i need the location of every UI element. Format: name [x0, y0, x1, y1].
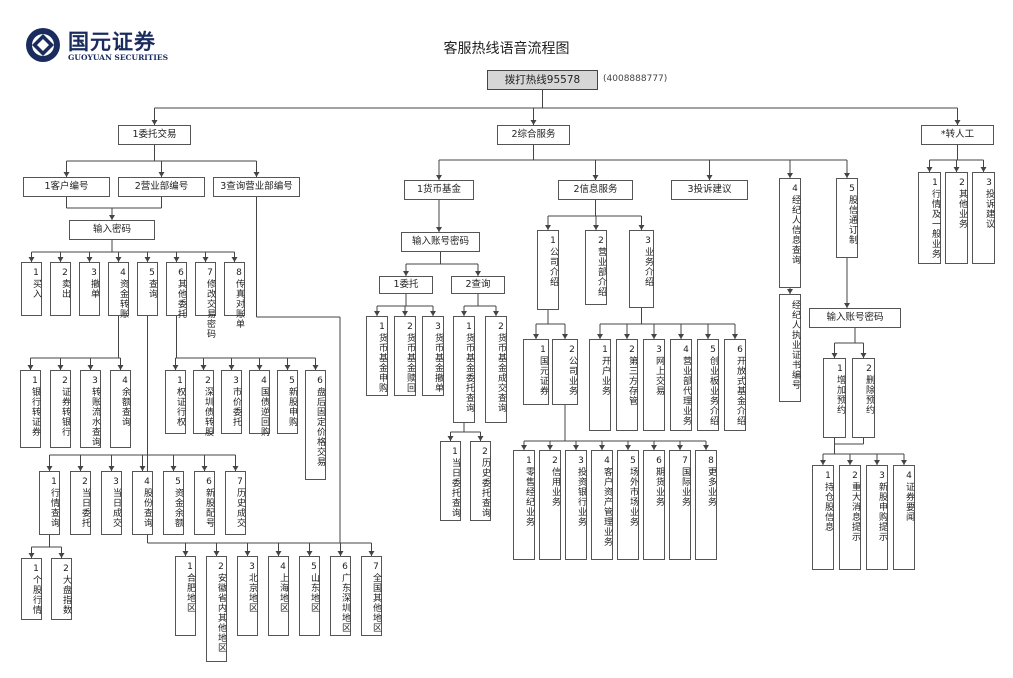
- query-option-5: 5资金余额: [163, 471, 184, 535]
- page-title: 客服热线语音流程图: [443, 41, 570, 57]
- transfer-option-3: 3转账流水查询: [80, 370, 101, 448]
- complaint-menu: 3投诉建议: [671, 180, 748, 200]
- brand-name: 国元证券: [68, 29, 156, 54]
- company-business-option-3: 3投资银行业务: [565, 450, 587, 560]
- trading-function-7: 7修改交易密码: [195, 262, 216, 339]
- login-option-3: 3查询营业部编号: [213, 177, 300, 197]
- money-fund-query: 2查询: [451, 276, 505, 294]
- money-fund-query-option-2: 2货币基金成交查询: [485, 316, 507, 423]
- transfer-option-2: 2证券转银行: [50, 370, 71, 448]
- trading-function-1: 1买入: [21, 262, 42, 316]
- other-order-6: 6盘后固定价格交易: [305, 370, 326, 480]
- trading-function-5: 5查询: [137, 262, 158, 316]
- branch-intro-menu: 2营业部介绍: [585, 230, 607, 305]
- region-option-2: 2安徽省内其他地区: [206, 556, 227, 662]
- hotline-node: 拨打热线95578: [487, 70, 598, 90]
- info-service-menu: 2信息服务: [558, 180, 633, 200]
- company-business-option-1: 1零售经纪业务: [513, 450, 535, 560]
- money-fund-order-option-1: 1货币基金申购: [366, 316, 388, 396]
- subscription-password: 输入账号密码: [809, 308, 901, 328]
- business-intro-option-2: 2第三方存管: [616, 339, 638, 431]
- agent-option-3: 3投诉建议: [972, 172, 995, 264]
- other-order-5: 5新股申购: [277, 370, 298, 434]
- subscription-item-3: 3新股申购提示: [866, 465, 888, 570]
- password-node: 输入密码: [69, 220, 155, 240]
- region-option-3: 3北京地区: [237, 556, 258, 636]
- business-intro-option-3: 3网上交易: [643, 339, 665, 431]
- money-fund-order: 1委托: [379, 276, 433, 294]
- query-option-3: 3当日成交: [101, 471, 122, 535]
- agent-option-1: 1行情及一般业务: [918, 172, 941, 264]
- region-option-4: 4上海地区: [268, 556, 289, 636]
- subscription-option-2: 2删除预约: [852, 358, 875, 438]
- brand-logo: 国元证券 GUOYUAN SECURITIES: [24, 26, 194, 66]
- trading-function-4: 4资金转账: [108, 262, 129, 319]
- hotline-alt-number: (4008888777): [603, 74, 668, 84]
- brand-english-name: GUOYUAN SECURITIES: [68, 53, 169, 62]
- business-intro-option-4: 4营业部代理业务: [670, 339, 692, 431]
- trading-function-2: 2卖出: [50, 262, 71, 316]
- money-fund-order-option-3: 3货币基金撤单: [422, 316, 444, 396]
- business-intro-option-1: 1开户业务: [589, 339, 611, 431]
- query-option-7: 7历史成交: [225, 471, 246, 535]
- quote-option-2: 2大盘指数: [51, 558, 72, 620]
- transfer-option-4: 4余额查询: [110, 370, 131, 448]
- login-option-2: 2营业部编号: [118, 177, 205, 197]
- company-business-option-7: 7国际业务: [669, 450, 691, 560]
- region-option-6: 6广东深圳地区: [330, 556, 351, 636]
- company-business-option-6: 6期货业务: [643, 450, 665, 560]
- agent-option-2: 2其他业务: [945, 172, 968, 264]
- business-intro-menu: 3业务介绍: [629, 230, 654, 308]
- money-fund-menu: 1货币基金: [404, 180, 474, 200]
- query-option-1: 1行情查询: [39, 471, 60, 535]
- money-fund-query-option-1: 1货币基金委托查询: [453, 316, 475, 423]
- subscription-item-4: 4证券要闻: [893, 465, 915, 570]
- subscription-option-1: 1增加预约: [823, 358, 846, 438]
- broker-query-menu: 4经纪人信息查询: [779, 178, 801, 288]
- business-intro-option-5: 5创业板业务介绍: [697, 339, 719, 431]
- agent-transfer-menu: *转人工: [921, 125, 994, 145]
- trading-menu: 1委托交易: [118, 125, 191, 145]
- business-intro-option-6: 6开放式基金介绍: [724, 339, 746, 431]
- subscription-item-2: 2重大消息提示: [839, 465, 861, 570]
- transfer-option-1: 1银行转证券: [20, 370, 41, 448]
- query-option-2: 2当日委托: [70, 471, 91, 535]
- company-business-option-2: 2信用业务: [539, 450, 561, 560]
- trading-function-8: 8传真对账单: [224, 262, 245, 329]
- company-intro-option-2: 2公司业务: [552, 339, 578, 405]
- query-option-6: 6新股配号: [194, 471, 215, 535]
- region-option-5: 5山东地区: [299, 556, 320, 636]
- company-business-option-4: 4客户资产管理业务: [591, 450, 613, 560]
- subscription-menu: 5股信通订制: [836, 178, 858, 258]
- money-fund-password: 输入账号密码: [401, 232, 480, 252]
- company-intro-option-1: 1国元证券: [523, 339, 549, 405]
- company-business-option-8: 8更多业务: [695, 450, 717, 560]
- trading-function-6: 6其他委托: [166, 262, 187, 319]
- company-business-option-5: 5场外市场业务: [617, 450, 639, 560]
- broker-license-node: 经纪人执业证书编号: [779, 294, 801, 402]
- other-order-1: 1权证行权: [165, 370, 186, 434]
- quote-option-1: 1个股行情: [21, 558, 42, 620]
- other-order-3: 3市价委托: [221, 370, 242, 434]
- money-fund-history-option-1: 1当日委托查询: [440, 441, 461, 521]
- trading-function-3: 3撤单: [79, 262, 100, 316]
- company-intro-menu: 1公司介绍: [537, 230, 559, 310]
- other-order-2: 2深圳债转股: [193, 370, 214, 437]
- subscription-item-1: 1持仓股信息: [812, 465, 834, 570]
- general-service-menu: 2综合服务: [497, 125, 570, 145]
- login-option-1: 1客户编号: [23, 177, 110, 197]
- region-option-7: 7全国其他地区: [361, 556, 382, 636]
- region-option-1: 1合肥地区: [175, 556, 196, 636]
- money-fund-history-option-2: 2历史委托查询: [470, 441, 491, 521]
- other-order-4: 4国债逆回购: [249, 370, 270, 437]
- money-fund-order-option-2: 2货币基金赎回: [394, 316, 416, 396]
- brand-emblem-icon: [26, 28, 60, 62]
- query-option-4: 4股份查询: [132, 471, 153, 535]
